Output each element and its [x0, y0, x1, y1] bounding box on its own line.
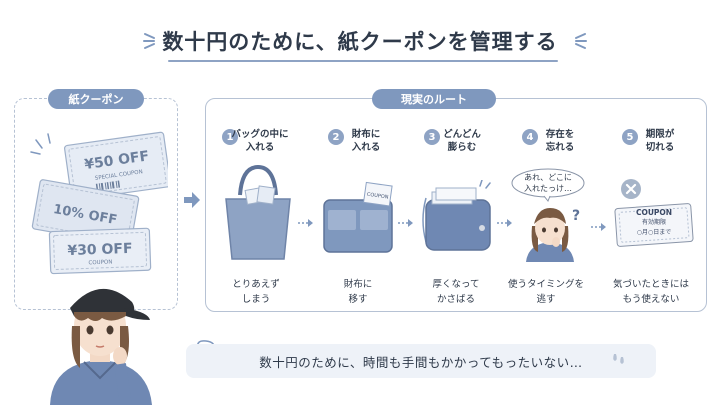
sparkle-left-icon — [143, 33, 155, 49]
step-4-label: 存在を忘れる — [545, 129, 575, 153]
step-3-label: どんどん膨らむ — [443, 129, 481, 153]
step-4-caption: 使うタイミングを逃す — [508, 279, 585, 305]
step-5-caption: 気づいたときにはもう使えない — [612, 279, 689, 305]
step-1-caption: とりあえずしまう — [232, 279, 280, 305]
tote-bag-illustration — [225, 165, 291, 260]
close-icon — [621, 179, 641, 199]
step-arrow-2-icon — [398, 219, 413, 227]
step-1-number: 1 — [222, 129, 238, 145]
expired-coupon-illustration — [614, 203, 694, 247]
step-1-label: バッグの中に入れる — [231, 129, 289, 153]
step-arrow-1-icon — [298, 219, 313, 227]
bottom-message: 数十円のために、時間も手間もかかってもったいない… — [186, 344, 656, 378]
step-arrow-3-icon — [497, 219, 512, 227]
title-underline — [168, 60, 558, 62]
bulging-wallet-illustration — [422, 180, 491, 251]
bottom-message-text: 数十円のために、時間も手間もかかってもったいない… — [259, 354, 583, 370]
coupon-3-value: ¥30 OFF — [67, 241, 133, 259]
expired-coupon-text: COUPON 有効期限 ○月○日まで — [635, 208, 673, 236]
step-2-number: 2 — [328, 129, 344, 145]
confused-person-illustration — [526, 208, 574, 262]
step-5-number: 5 — [622, 129, 638, 145]
step-3-caption: 厚くなってかさばる — [432, 279, 480, 305]
person-thinking-illustration — [50, 288, 152, 405]
step-arrow-4-icon — [591, 223, 606, 231]
step-3-number: 3 — [424, 129, 440, 145]
thought-bubble-text: あれ、どこに入れたっけ… — [524, 173, 572, 193]
page-title: 数十円のために、紙クーポンを管理する — [162, 30, 558, 54]
step-5-label: 期限が切れる — [645, 129, 675, 153]
open-wallet-illustration: COUPON — [323, 181, 393, 253]
thought-bubble — [511, 168, 585, 202]
reality-route-label: 現実のルート — [372, 89, 496, 109]
sparkle-right-icon — [575, 33, 587, 49]
coupon-3-sub: COUPON — [88, 260, 112, 267]
sweat-drops-icon — [613, 354, 624, 364]
wallet-coupon-text: COUPON — [366, 192, 389, 201]
step-4-number: 4 — [522, 129, 538, 145]
flow-arrow-icon — [184, 192, 200, 208]
step-2-caption: 財布に移す — [343, 279, 373, 305]
step-2-label: 財布に入れる — [351, 129, 381, 153]
question-mark: ? — [572, 208, 581, 224]
coupon-stack-illustration: ¥50 OFF SPECIAL COUPON 10% OFF ¥30 OFF C… — [30, 131, 168, 275]
paper-coupon-label: 紙クーポン — [48, 89, 144, 109]
